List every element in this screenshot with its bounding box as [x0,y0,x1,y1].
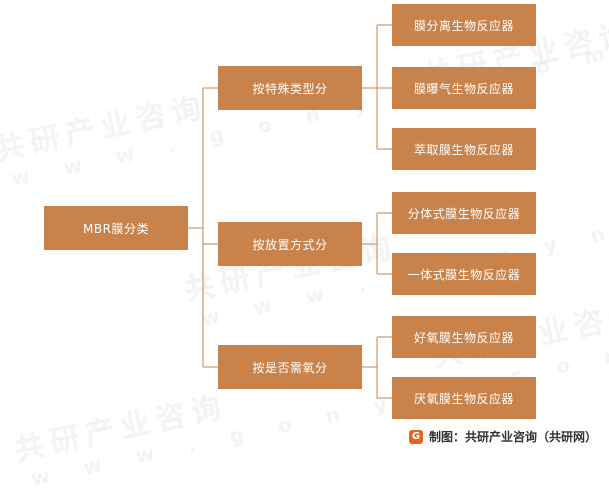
leaf-node: 萃取膜生物反应器 [392,128,536,170]
category-node-oxygen: 按是否需氧分 [218,345,362,389]
root-node: MBR膜分类 [44,206,188,250]
category-node-placement: 按放置方式分 [218,222,362,266]
source-credit: G 制图：共研产业咨询（共研网） [408,428,597,445]
diagram-canvas: 共研产业咨询 w w w . g o n y n . c o m 共研产业咨询 … [0,4,609,491]
leaf-node: 一体式膜生物反应器 [392,253,536,295]
leaf-node: 好氧膜生物反应器 [392,316,536,358]
leaf-node: 厌氧膜生物反应器 [392,377,536,419]
leaf-node: 分体式膜生物反应器 [392,192,536,234]
brand-logo-icon: G [408,429,423,444]
source-text: 制图：共研产业咨询（共研网） [428,430,597,444]
connector-lines [188,24,392,399]
category-node-type: 按特殊类型分 [218,66,362,110]
leaf-node: 膜分离生物反应器 [392,4,536,46]
leaf-node: 膜曝气生物反应器 [392,67,536,109]
